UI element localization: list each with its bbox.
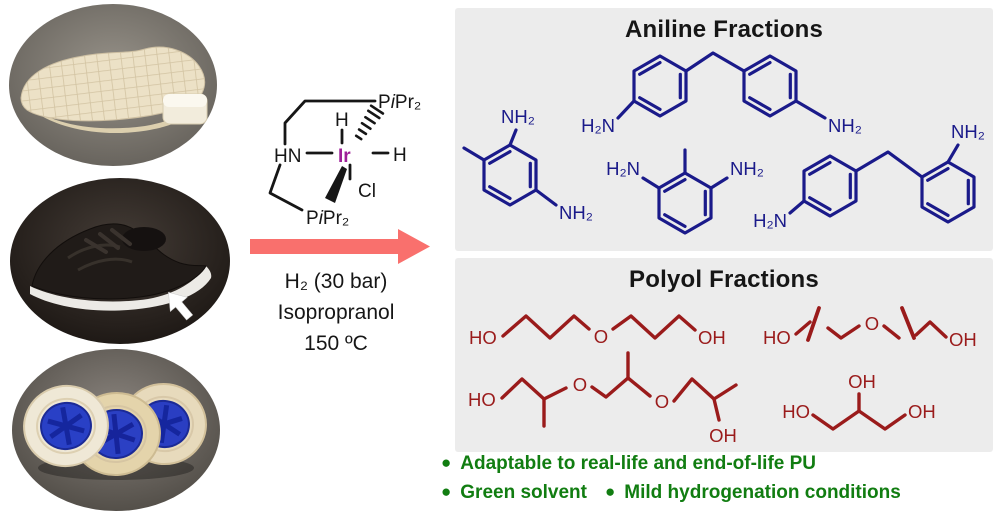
phosphine-top-label: PiPr₂ <box>378 92 421 113</box>
bullet-icon: ● <box>441 453 452 472</box>
hydroxyl-label: HO <box>468 389 496 410</box>
hydroxyl-label: OH <box>908 401 936 422</box>
reaction-arrow-icon <box>250 229 430 264</box>
wheels-photo-art <box>12 349 220 511</box>
structure-26-diaminotoluene: H₂N NH₂ <box>606 148 764 235</box>
amine-group-label: NH₂ <box>828 115 862 136</box>
shoe-sole <box>30 266 212 311</box>
chloride-label: Cl <box>358 181 376 202</box>
chain-cut-mark <box>806 306 821 342</box>
hydride-right-label: H <box>393 145 407 166</box>
amine-group-label: H₂N <box>753 210 787 231</box>
catalyst-bottom-arm-bonds <box>268 163 304 212</box>
aniline-structures-art: H₂N NH₂ NH₂ NH₂ H₂N NH₂ <box>462 51 985 235</box>
bullet-icon: ● <box>441 482 452 501</box>
polyol-box-title: Polyol Fractions <box>629 266 819 293</box>
bold-wedge-bond <box>325 166 347 203</box>
bullet-group-mild-conditions: ● Mild hydrogenation conditions <box>605 482 901 504</box>
bullet-text-green-solvent: Green solvent <box>460 482 587 503</box>
structure-24-diaminotoluene: NH₂ NH₂ <box>462 106 593 223</box>
pillow-photo <box>5 2 225 175</box>
wheels-photo <box>8 346 224 517</box>
ether-oxygen-label: O <box>865 313 879 334</box>
structure-ppg-fragment: HO O OH <box>763 306 977 350</box>
bullet-text-adaptable: Adaptable to real-life and end-of-life P… <box>460 453 817 474</box>
hashed-wedge-bond <box>354 104 385 141</box>
phosphine-bottom-label: PiPr₂ <box>306 208 349 229</box>
structure-tripropylene-glycol: HO O O OH <box>468 351 738 446</box>
aniline-fractions-box: Aniline Fractions H₂N NH₂ <box>455 8 993 251</box>
condition-temperature: 150 ºC <box>304 332 368 355</box>
amine-group-label: NH₂ <box>730 158 764 179</box>
reaction-conditions: H₂ (30 bar) Isopropranol 150 ºC <box>251 266 421 359</box>
sneaker-photo <box>8 176 232 351</box>
polyol-fractions-box: Polyol Fractions HO O OH HO O OH <box>455 258 993 452</box>
aniline-box-title: Aniline Fractions <box>624 16 824 43</box>
polyol-structures-art: HO O OH HO O OH HO <box>468 306 977 446</box>
hydroxyl-label: OH <box>698 327 726 348</box>
amine-group-label: H₂N <box>581 115 615 136</box>
chain-cut-mark <box>900 306 916 340</box>
bullet-text-mild-conditions: Mild hydrogenation conditions <box>624 482 901 503</box>
amine-group-label: NH₂ <box>501 106 535 127</box>
hydroxyl-label: OH <box>949 329 977 350</box>
sneaker-photo-art <box>10 178 230 344</box>
ether-oxygen-label: O <box>655 391 669 412</box>
hydroxyl-label: HO <box>782 401 810 422</box>
structure-dipropylene-glycol: HO O OH <box>469 314 726 348</box>
sole-arrow-icon <box>168 291 194 321</box>
hydroxyl-label: OH <box>848 371 876 392</box>
condition-solvent: Isopropranol <box>277 301 395 324</box>
amine-label: HN <box>274 146 301 167</box>
shoe-upper <box>31 223 207 300</box>
pillow-photo-art <box>9 4 217 166</box>
amine-group-label: NH₂ <box>559 202 593 223</box>
ether-oxygen-label: O <box>594 326 608 347</box>
catalyst-top-arm-bonds <box>283 99 377 146</box>
bullet-line-2: ● Green solvent ● Mild hydrogenation con… <box>441 482 901 504</box>
hydroxyl-label: OH <box>709 425 737 446</box>
ether-oxygen-label: O <box>573 374 587 395</box>
structure-44-methylenedianiline: H₂N NH₂ <box>581 51 862 136</box>
bullet-icon: ● <box>605 482 616 501</box>
hydroxyl-label: HO <box>469 327 497 348</box>
bullet-group-green-solvent: ● Green solvent <box>441 482 587 504</box>
structure-24prime-methylenedianiline: H₂N NH₂ <box>753 121 985 231</box>
amine-group-label: NH₂ <box>951 121 985 142</box>
structure-glycerol: OH HO OH <box>782 371 936 431</box>
bullet-line-1: ● Adaptable to real-life and end-of-life… <box>441 453 816 475</box>
hydride-top-label: H <box>335 110 349 131</box>
foam-block <box>162 93 208 125</box>
amine-group-label: H₂N <box>606 158 640 179</box>
wheel-left <box>23 384 109 468</box>
iridium-catalyst-structure: HN Ir H H Cl PiPr₂ PiPr₂ <box>268 92 421 229</box>
hydroxyl-label: HO <box>763 327 791 348</box>
condition-hydrogen: H₂ (30 bar) <box>284 270 388 293</box>
iridium-label: Ir <box>338 146 351 167</box>
